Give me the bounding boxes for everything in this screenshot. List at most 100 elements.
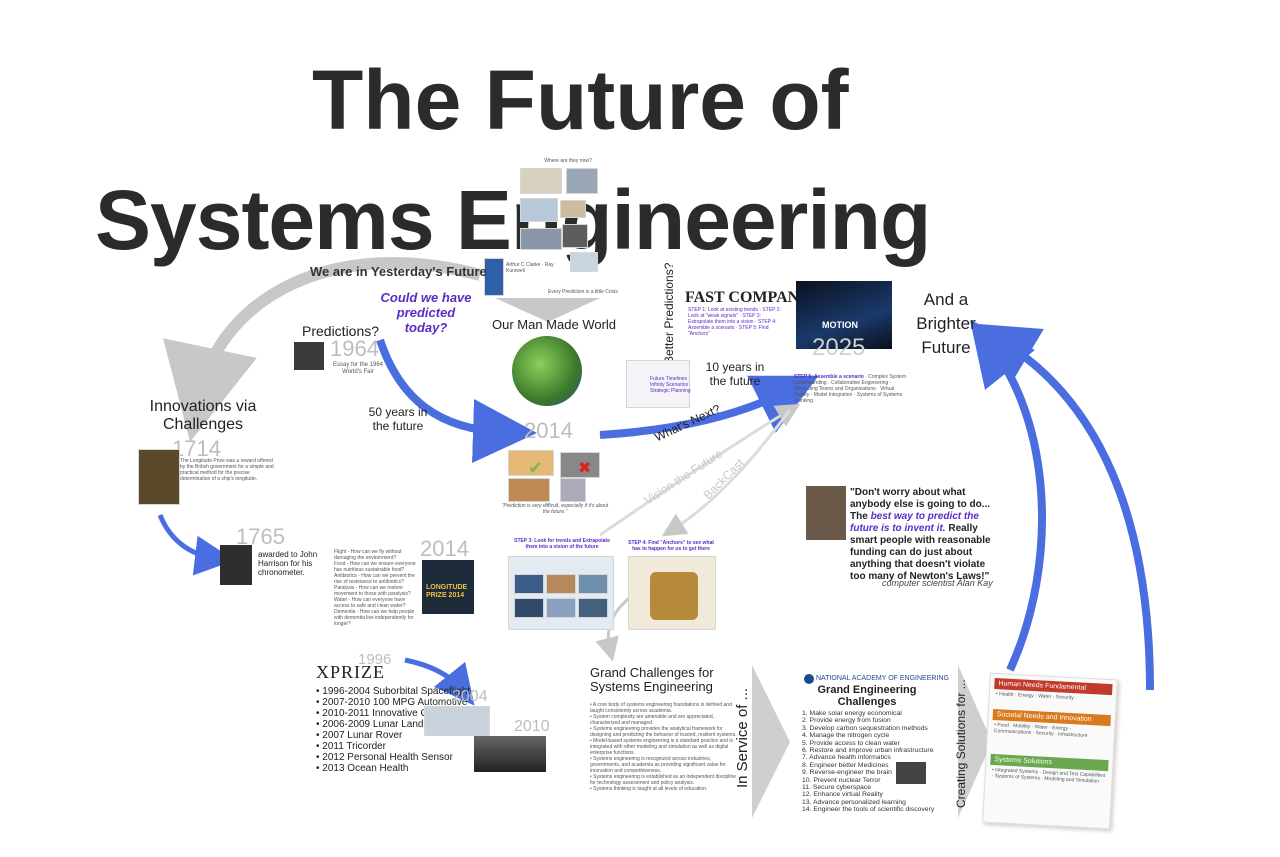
- grand-item: • Systems thinking is taught at all leve…: [590, 786, 708, 792]
- nae-image: [896, 762, 926, 784]
- better-predictions-label: Better Predictions?: [662, 262, 676, 364]
- fastcompany-steps: STEP 1: Look at existing trends · STEP 2…: [688, 307, 781, 337]
- collage-heading: Where are they now?: [544, 158, 592, 164]
- down-arrow-collage: [495, 298, 600, 322]
- arrow-backcast: [661, 409, 792, 537]
- bottle-image: [560, 478, 586, 502]
- nae-item: 4. Manage the nitrogen cycle: [802, 732, 890, 740]
- innovations-label: Innovations via Challenges: [149, 398, 257, 433]
- nae-item: 13. Advance personalized learning: [802, 798, 906, 806]
- title-line-1: The Future of: [312, 53, 849, 147]
- nae-item: 1. Make solar energy economical: [802, 710, 902, 717]
- earth-motion-image: [796, 281, 892, 349]
- harrison-portrait: [220, 545, 252, 585]
- could-we-predict: Could we have predicted today?: [380, 290, 472, 335]
- collage-image-5: [520, 228, 562, 250]
- predictions-label: Predictions?: [302, 323, 380, 339]
- nae-list: 1. Make solar energy economical 2. Provi…: [802, 710, 934, 814]
- step3-thumb-2: [546, 574, 576, 594]
- step3-title: STEP 3: Look for trends and Extrapolate …: [514, 538, 610, 550]
- grand-title: Grand Challenges for Systems Engineering: [590, 665, 714, 694]
- kay-attribution: computer scientist Alan Kay: [882, 578, 993, 588]
- arrow-1714-to-1765: [157, 514, 235, 576]
- service-label: In Service of ...: [734, 687, 751, 788]
- step3-thumb-1: [514, 574, 544, 594]
- cross-icon: ✖: [578, 460, 592, 477]
- nae-item: 8. Engineer better Medicines: [802, 761, 889, 769]
- xprize-item: • 2007 Lunar Rover: [316, 730, 403, 741]
- nae-org: NATIONAL ACADEMY OF ENGINEERING: [816, 675, 949, 682]
- alan-kay-photo: [806, 486, 846, 540]
- collage-caption: Every Prediction is a little Crisis: [548, 289, 618, 295]
- longitude-item: Antibiotics - How can we prevent the ris…: [334, 573, 415, 585]
- longitude-item: Paralysis - How can we restore movement …: [334, 585, 411, 597]
- step5-text: STEP 5: Assemble a scenario · Complex Sy…: [794, 374, 906, 404]
- chevron-creating: [958, 665, 992, 818]
- longitude-item: Dementia - How can we help people with d…: [334, 609, 415, 627]
- chevron-service: [752, 665, 790, 818]
- nae-item: 5. Provide access to clean water: [802, 739, 900, 747]
- prediction-quote: "Prediction is very difficult, especiall…: [501, 503, 609, 515]
- step3-thumb-5: [546, 598, 576, 618]
- arrow-solutions-to-future-2: [972, 323, 1154, 691]
- longitude-book-image: [138, 449, 180, 505]
- xprize-item: • 2011 Tricorder: [316, 741, 387, 752]
- collage-image-4: [560, 200, 586, 218]
- brighter-future-label: And a Brighter Future: [916, 290, 976, 357]
- grand-item: • System complexity are amenable and are…: [590, 714, 715, 726]
- step3-thumb-6: [578, 598, 608, 618]
- earth-image: [512, 336, 582, 406]
- collage-image-1: [520, 168, 562, 194]
- longitude-prize-label: LONGITUDE PRIZE 2014: [426, 584, 468, 599]
- nae-title: Grand Engineering Challenges: [817, 684, 917, 708]
- year-1964: 1964: [330, 336, 379, 361]
- collage-image-3: [520, 198, 558, 222]
- year-2010: 2010: [514, 718, 550, 735]
- spaceship-image: [424, 706, 490, 736]
- essay-caption: Essay for the 1964 World's Fair: [332, 362, 384, 375]
- robot-image: [508, 450, 554, 476]
- car-image: [474, 736, 546, 772]
- rover-image: [508, 478, 550, 502]
- nae-item: 7. Advance health informatics: [802, 754, 891, 762]
- our-world-label: Our Man Made World: [492, 317, 617, 332]
- collage-text: Arthur C Clarke · Ray Kurzweil: [506, 262, 554, 274]
- nae-item: 12. Enhance virtual Reality: [802, 791, 883, 799]
- longitude-prize-poster: [422, 560, 474, 614]
- step3-thumb-3: [578, 574, 608, 594]
- xprize-list: • 1996-2004 Suborbital Spaceflight • 200…: [316, 686, 473, 774]
- grand-item: • Systems engineering is established as …: [590, 774, 737, 786]
- arrow-1996-to-2004: [404, 657, 475, 706]
- nae-logo-icon: [804, 674, 814, 684]
- year-1765: 1765: [236, 524, 285, 549]
- year-2004: 2004: [452, 688, 488, 705]
- xprize-item: • 2010-2011 Innovative Oil Cleanup: [316, 708, 473, 719]
- nae-item: 9. Reverse-engineer the brain: [802, 769, 892, 777]
- ten-years-label: 10 years in the future: [705, 360, 765, 388]
- year-2025: 2025: [812, 334, 866, 361]
- nae-item: 3. Develop carbon sequestration methods: [802, 724, 928, 732]
- nae-item: 14. Engineer the tools of scientific dis…: [802, 806, 935, 814]
- year-1996: 1996: [358, 651, 392, 668]
- arrow-yesterday-to-innovations: [162, 257, 482, 442]
- gadget-image: [560, 452, 600, 478]
- creating-label: Creating Solutions for ...: [954, 679, 968, 808]
- xprize-item: • 2006-2009 Lunar Lander: [316, 719, 433, 730]
- collage-image-6: [562, 224, 588, 248]
- nae-item: 2. Provide energy from fusion: [802, 717, 891, 725]
- kay-quote: "Don't worry about what anybody else is …: [850, 487, 991, 582]
- nae-item: 10. Prevent nuclear Terror: [802, 776, 881, 784]
- xprize-item: • 2013 Ocean Health: [316, 763, 409, 774]
- xprize-item: • 2012 Personal Health Sensor: [316, 752, 453, 763]
- asimov-photo: [294, 342, 324, 370]
- grand-item: • A core body of systems engineering fou…: [590, 702, 732, 714]
- collage-image-8: [570, 252, 598, 272]
- grand-item: • Model-based systems engineering is a s…: [590, 738, 733, 756]
- title-line-2: Systems Engineering: [95, 173, 931, 267]
- forecast-logos: [626, 360, 690, 408]
- forecast-names: Future Timelines · Infinity Scenarios · …: [650, 376, 692, 394]
- fastcompany-logo: FAST COMPANY: [685, 289, 811, 306]
- longitude-challenges-list: Flight - How can we fly without damaging…: [334, 549, 418, 627]
- nae-item: 6. Restore and improve urban infrastruct…: [802, 747, 934, 755]
